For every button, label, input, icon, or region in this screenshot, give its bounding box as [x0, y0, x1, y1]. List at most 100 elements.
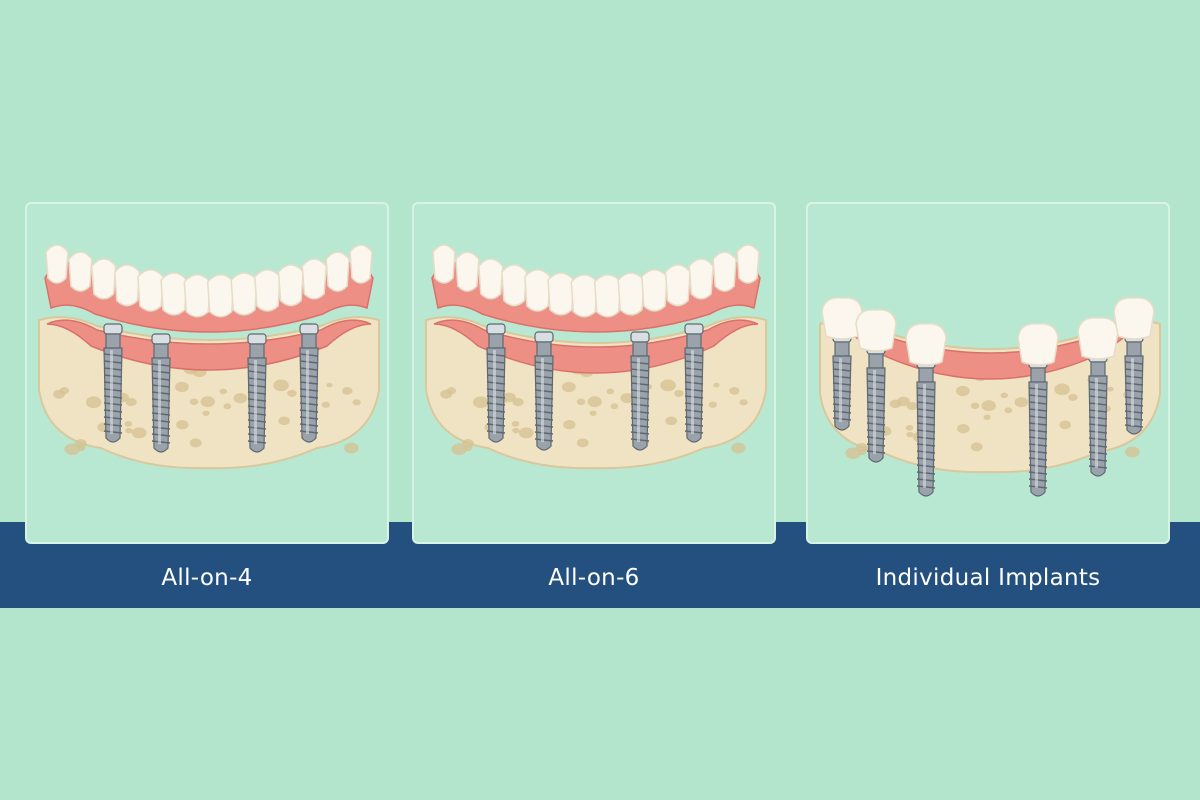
bone-pore [219, 388, 228, 395]
bone-pore [352, 399, 361, 406]
bone-pore [1054, 383, 1070, 396]
all-on-4-illustration [38, 244, 380, 470]
bone-pore [131, 427, 147, 439]
denture-tooth [254, 268, 281, 312]
denture-tooth [736, 244, 760, 284]
denture-tooth [68, 251, 93, 292]
denture-tooth [455, 251, 480, 292]
bone-pore [606, 388, 615, 395]
bone-pore [512, 427, 520, 434]
bone-pore [981, 400, 996, 412]
bone-pore [77, 444, 86, 452]
bone-pore [905, 424, 914, 431]
bone-pore [906, 431, 914, 438]
denture-tooth [570, 274, 599, 318]
implant-post [630, 331, 650, 451]
bone-pore [587, 396, 602, 408]
bone-pore [906, 401, 918, 411]
panel-individual-implants [806, 202, 1170, 544]
bone-pore [464, 444, 473, 452]
implant-post [1028, 357, 1048, 497]
implant-post [247, 333, 267, 453]
denture-tooth [277, 264, 304, 307]
denture-tooth [593, 274, 622, 318]
bone-pore [858, 448, 867, 456]
denture-tooth [91, 258, 117, 300]
bone-pore [321, 401, 330, 408]
implant-crown [1077, 317, 1119, 360]
individual-implants-illustration [819, 297, 1161, 497]
denture-tooth [617, 272, 645, 316]
denture-tooth [45, 244, 69, 284]
bone-pore [1014, 397, 1029, 408]
implant-crown [855, 309, 897, 352]
implant-post [866, 343, 886, 463]
bone-pore [125, 397, 137, 407]
bone-pore [1059, 420, 1071, 430]
bone-pore [739, 399, 748, 406]
bone-pore [511, 420, 520, 427]
implant-post [1088, 351, 1108, 477]
bone-pore [326, 382, 333, 388]
denture-tooth [137, 268, 164, 312]
bone-pore [85, 396, 102, 409]
bone-pore [610, 403, 619, 410]
bone-pore [589, 410, 597, 416]
panel-all-on-6 [412, 202, 776, 544]
bone-pore [233, 393, 248, 404]
denture-tooth [325, 251, 350, 292]
bone-pore [729, 386, 740, 395]
bone-pore [512, 397, 524, 407]
label-all-on-4: All-on-4 [161, 565, 253, 591]
denture-tooth [641, 268, 668, 312]
denture-tooth [501, 264, 528, 307]
denture-tooth [230, 272, 258, 316]
bone-pore [674, 389, 684, 397]
bone-pore [1004, 407, 1013, 414]
bone-pore [278, 416, 290, 426]
implant-crown [821, 297, 863, 340]
bone-pore [125, 427, 133, 434]
bone-pore [518, 427, 534, 439]
denture-tooth [114, 264, 141, 307]
bone-pore [1125, 446, 1140, 458]
bone-pore [344, 442, 359, 454]
bone-pore [1107, 386, 1114, 392]
implant-post [916, 357, 936, 497]
implant-post [832, 331, 852, 431]
bone-pore [64, 443, 81, 456]
denture-tooth [183, 274, 212, 318]
denture-tooth [688, 258, 714, 300]
bone-pore [845, 447, 862, 460]
bone-pore [53, 389, 66, 399]
bone-pore [896, 396, 910, 407]
bone-pore [451, 443, 468, 456]
all-on-6-illustration [425, 244, 767, 470]
bone-pore [620, 393, 635, 404]
implant-post [103, 323, 123, 443]
label-individual-implants: Individual Implants [875, 565, 1101, 591]
bone-pore [665, 416, 677, 426]
bone-pore [223, 403, 232, 410]
implant-crown [1113, 297, 1155, 340]
denture-tooth [349, 244, 373, 284]
denture-tooth [524, 268, 551, 312]
implant-crown [905, 323, 947, 366]
bone-pore [124, 420, 133, 427]
bone-pore [970, 402, 980, 409]
bone-pore [576, 398, 586, 405]
denture-tooth [160, 272, 188, 316]
bone-pore [176, 420, 189, 430]
bone-pore [970, 442, 983, 452]
bone-pore [1000, 392, 1009, 399]
bone-pore [472, 396, 489, 409]
bone-pore [273, 379, 289, 392]
implant-post [684, 323, 704, 443]
denture-tooth [206, 274, 235, 318]
implant-post [151, 333, 171, 453]
bone-pore [342, 386, 353, 395]
bone-pore [561, 381, 576, 393]
implant-post [486, 323, 506, 443]
bone-pore [957, 424, 970, 434]
bone-pore [708, 401, 717, 408]
